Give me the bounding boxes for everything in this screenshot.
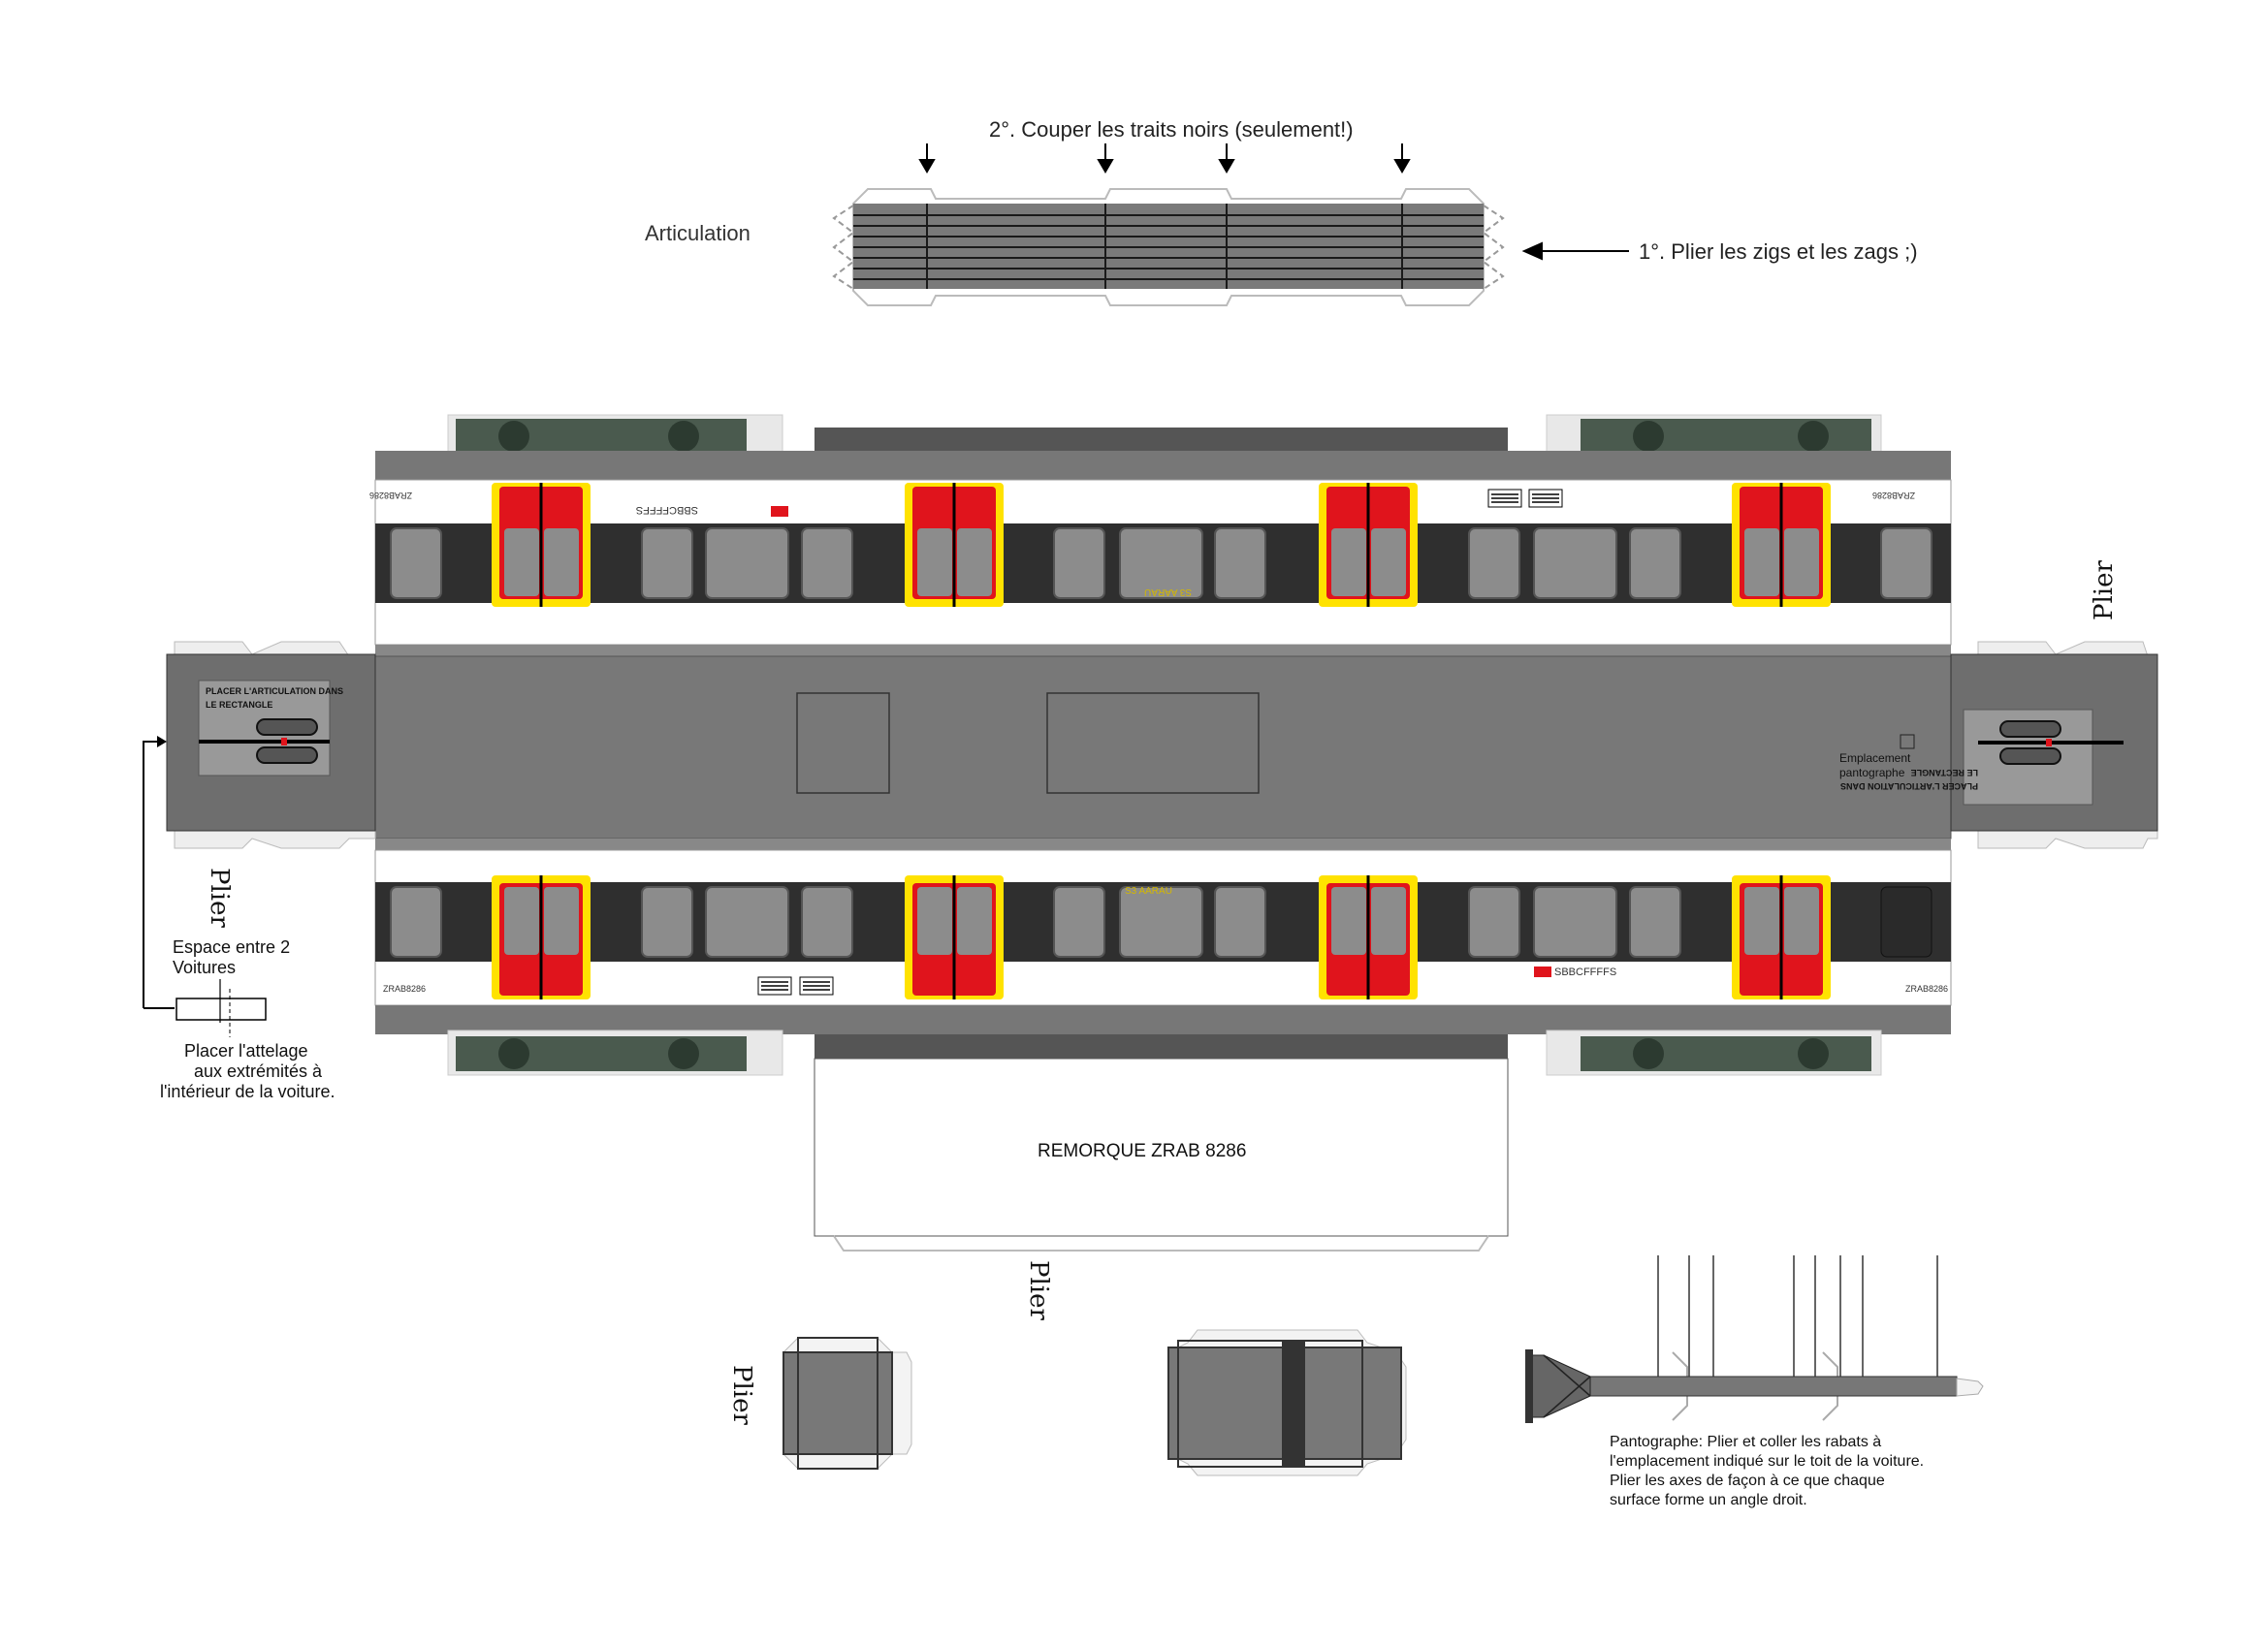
fold-label-small-box: Plier bbox=[727, 1365, 756, 1426]
floor-title: REMORQUE ZRAB 8286 bbox=[1038, 1141, 1246, 1161]
roof-hatch-large bbox=[1046, 692, 1260, 794]
roof-panel bbox=[374, 655, 1952, 840]
cut-arrows bbox=[918, 143, 1411, 174]
upper-doors bbox=[492, 483, 1831, 607]
right-cap-label-2: LE RECTANGLE bbox=[1911, 768, 1978, 777]
lower-vents bbox=[757, 976, 834, 996]
lower-sbb-logo bbox=[1534, 967, 1551, 977]
pantograph-fold-axes bbox=[1657, 1255, 1938, 1377]
upper-windows bbox=[390, 527, 1933, 599]
left-cap-label-1: PLACER L'ARTICULATION DANS bbox=[206, 686, 343, 696]
pantograph-spot-marker bbox=[1900, 734, 1915, 749]
lower-destination: S3 AARAU bbox=[1125, 886, 1172, 897]
right-cap-label-1: PLACER L'ARTICULATION DANS bbox=[1840, 781, 1978, 791]
pantograph-spot-l2: pantographe bbox=[1839, 766, 1905, 779]
upper-sbb-logo bbox=[771, 506, 788, 517]
articulation-part: Articulation 2°. Couper les traits noirs… bbox=[645, 117, 1918, 306]
upper-roof-edge bbox=[375, 451, 1951, 480]
car-body-net: ZRAB8286 ZRAB8286 SBBCFFFFS S3 AARAU Emp… bbox=[166, 414, 2158, 1252]
lower-side-code-left: ZRAB8286 bbox=[383, 984, 426, 994]
cut-instruction: 2°. Couper les traits noirs (seulement!) bbox=[989, 117, 1354, 142]
coupling-note: Espace entre 2 Voitures Placer l'attelag… bbox=[143, 736, 335, 1101]
pantograph-note-l1: Pantographe: Plier et coller les rabats … bbox=[1610, 1434, 1881, 1450]
floor-panel bbox=[814, 1058, 1509, 1237]
upper-logo-text: SBBCFFFFS bbox=[636, 504, 698, 516]
small-box-part bbox=[783, 1337, 912, 1470]
coupling-place-l2: aux extrémités à bbox=[194, 1062, 323, 1081]
lower-doors bbox=[492, 875, 1831, 999]
articulation-tab-outline bbox=[852, 188, 1485, 306]
roof-equipment-top bbox=[815, 428, 1508, 452]
pantograph-note-l2: l'emplacement indiqué sur le toit de la … bbox=[1610, 1453, 1924, 1470]
lower-roof-edge bbox=[375, 1005, 1951, 1034]
medium-box-part bbox=[1167, 1329, 1407, 1476]
articulation-title: Articulation bbox=[645, 221, 751, 245]
fold-label-right: Plier bbox=[2090, 559, 2119, 620]
upper-side-code-right: ZRAB8286 bbox=[1872, 491, 1915, 500]
pantograph-note-l3: Plier les axes de façon à ce que chaque bbox=[1610, 1473, 1885, 1489]
fold-label-left: Plier bbox=[205, 868, 234, 929]
roof-equipment-bottom bbox=[815, 1034, 1508, 1059]
zigzag-right bbox=[1482, 205, 1505, 290]
coupling-space-l2: Voitures bbox=[173, 958, 236, 977]
coupling-place-l3: l'intérieur de la voiture. bbox=[160, 1082, 335, 1101]
fold-arrow bbox=[1521, 241, 1629, 261]
lower-side-code-right: ZRAB8286 bbox=[1905, 984, 1948, 994]
fold-instruction: 1°. Plier les zigs et les zags ;) bbox=[1639, 239, 1918, 264]
bellows-lines bbox=[853, 204, 1484, 289]
pantograph-spot-l1: Emplacement bbox=[1839, 751, 1911, 765]
pantograph-part: Pantographe: Plier et coller les rabats … bbox=[1525, 1255, 1984, 1508]
lower-logo-text: SBBCFFFFS bbox=[1554, 967, 1616, 978]
fold-label-bottom: Plier bbox=[1024, 1260, 1053, 1321]
pantograph-note-l4: surface forme un angle droit. bbox=[1610, 1492, 1807, 1508]
upper-destination: S3 AARAU bbox=[1144, 586, 1192, 597]
lower-grille-window bbox=[1880, 886, 1933, 958]
left-cap-label-2: LE RECTANGLE bbox=[206, 700, 272, 710]
upper-side-code-left: ZRAB8286 bbox=[369, 491, 412, 500]
lower-windows bbox=[390, 886, 1681, 958]
zigzag-left bbox=[832, 205, 855, 290]
upper-vents bbox=[1487, 489, 1563, 508]
coupling-place-l1: Placer l'attelage bbox=[184, 1041, 308, 1061]
coupling-space-l1: Espace entre 2 bbox=[173, 937, 290, 957]
roof-hatch-small bbox=[796, 692, 890, 794]
pantograph-arm bbox=[1589, 1376, 1958, 1397]
